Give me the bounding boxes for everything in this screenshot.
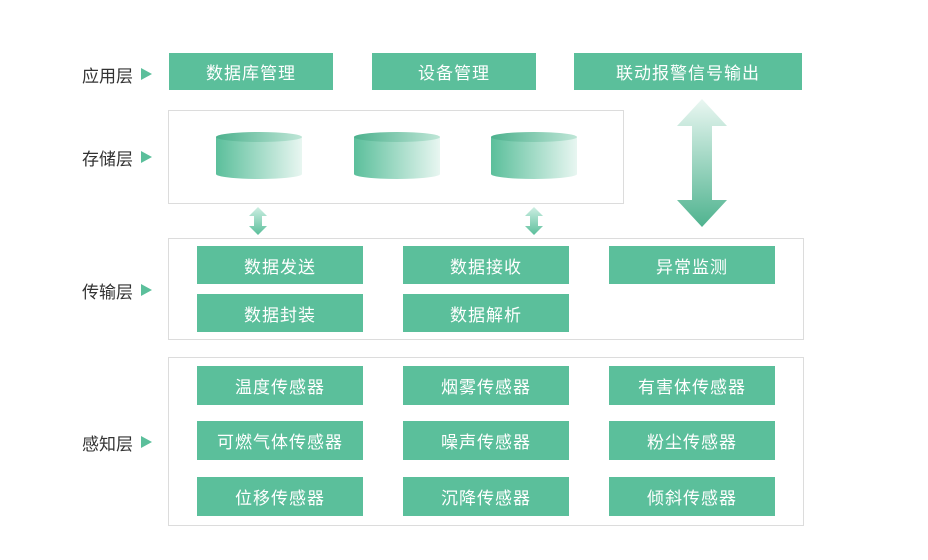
transport-data-parsing: 数据解析: [403, 294, 569, 332]
app-alarm-output: 联动报警信号输出: [574, 53, 802, 90]
app-database-management: 数据库管理: [169, 53, 333, 90]
database-cylinder-icon: [491, 132, 577, 179]
small-double-arrow-icon: [249, 207, 267, 235]
app-device-management: 设备管理: [372, 53, 536, 90]
sensor-combustible-gas: 可燃气体传感器: [197, 421, 363, 460]
transport-anomaly-monitor: 异常监测: [609, 246, 775, 284]
sensor-smoke: 烟雾传感器: [403, 366, 569, 405]
arrow-right-icon: [141, 151, 152, 163]
layer-label-transport: 传输层: [82, 278, 152, 303]
layer-label-text: 应用层: [82, 66, 133, 87]
arrow-right-icon: [141, 436, 152, 448]
layer-label-application: 应用层: [82, 62, 152, 87]
sensor-settlement: 沉降传感器: [403, 477, 569, 516]
layer-label-text: 存储层: [82, 149, 133, 170]
transport-data-receive: 数据接收: [403, 246, 569, 284]
transport-data-send: 数据发送: [197, 246, 363, 284]
small-double-arrow-icon: [525, 207, 543, 235]
transport-data-packaging: 数据封装: [197, 294, 363, 332]
database-cylinder-icon: [354, 132, 440, 179]
sensor-harmful-gas: 有害体传感器: [609, 366, 775, 405]
double-arrow-icon: [677, 99, 727, 227]
sensor-noise: 噪声传感器: [403, 421, 569, 460]
arrow-right-icon: [141, 68, 152, 80]
database-cylinder-icon: [216, 132, 302, 179]
arrow-right-icon: [141, 284, 152, 296]
sensor-dust: 粉尘传感器: [609, 421, 775, 460]
sensor-temperature: 温度传感器: [197, 366, 363, 405]
sensor-tilt: 倾斜传感器: [609, 477, 775, 516]
layer-label-storage: 存储层: [82, 145, 152, 170]
sensor-displacement: 位移传感器: [197, 477, 363, 516]
layer-label-text: 感知层: [82, 434, 133, 455]
layer-label-text: 传输层: [82, 282, 133, 303]
layer-label-perception: 感知层: [82, 430, 152, 455]
